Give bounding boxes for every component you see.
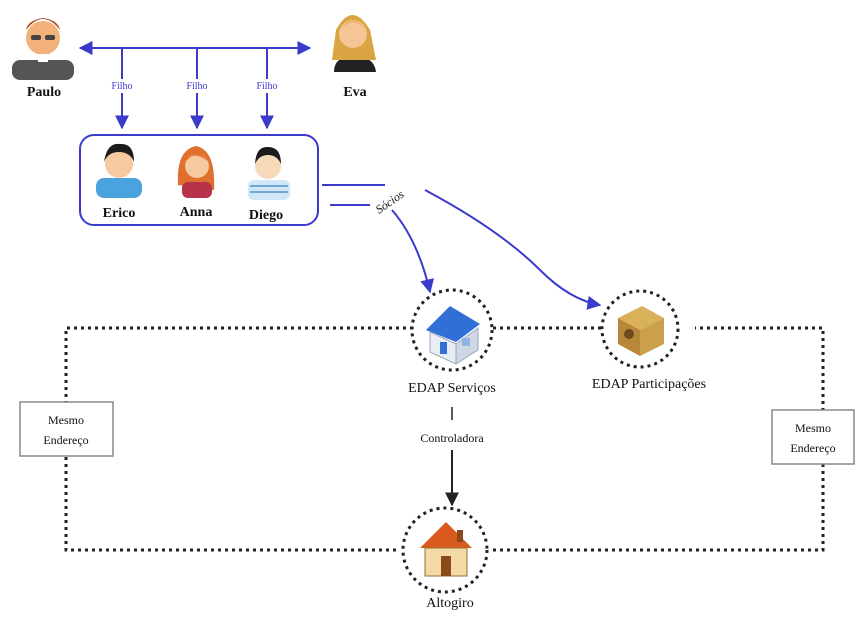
same-address-right-line1: Mesmo <box>795 421 831 435</box>
partners-label: Sócios <box>373 187 407 217</box>
filho-label-3: Filho <box>256 81 277 92</box>
child-name-anna: Anna <box>180 205 213 220</box>
child-avatar-erico-icon <box>96 143 142 198</box>
building-house-icon <box>426 306 480 365</box>
child-avatar-diego-icon <box>248 146 290 200</box>
safe-box-icon <box>618 306 664 356</box>
child-name-erico: Erico <box>103 206 136 221</box>
same-address-left-line2: Endereço <box>43 433 88 447</box>
filho-label-2: Filho <box>186 81 207 92</box>
company-edap-participacoes: EDAP Participações <box>592 377 706 392</box>
company-edap-servicos: EDAP Serviços <box>408 381 496 396</box>
child-name-diego: Diego <box>249 208 283 223</box>
same-address-right-line2: Endereço <box>790 441 835 455</box>
mother-name: Eva <box>343 85 366 100</box>
child-avatar-anna-icon <box>177 146 215 198</box>
house-icon <box>420 522 472 577</box>
same-address-loop <box>64 326 413 552</box>
arrow-to-edap-servicos <box>391 209 434 294</box>
same-address-left-line1: Mesmo <box>48 413 84 427</box>
arrow-to-edap-participacoes <box>424 189 602 310</box>
same-address-box-right <box>771 409 855 465</box>
filho-label-1: Filho <box>111 81 132 92</box>
control-relation-label: Controladora <box>420 431 484 445</box>
same-address-box-left <box>19 401 114 457</box>
company-altogiro: Altogiro <box>426 596 473 611</box>
mother-avatar-icon <box>332 15 376 72</box>
father-avatar-icon <box>12 18 74 80</box>
father-name: Paulo <box>27 85 61 100</box>
